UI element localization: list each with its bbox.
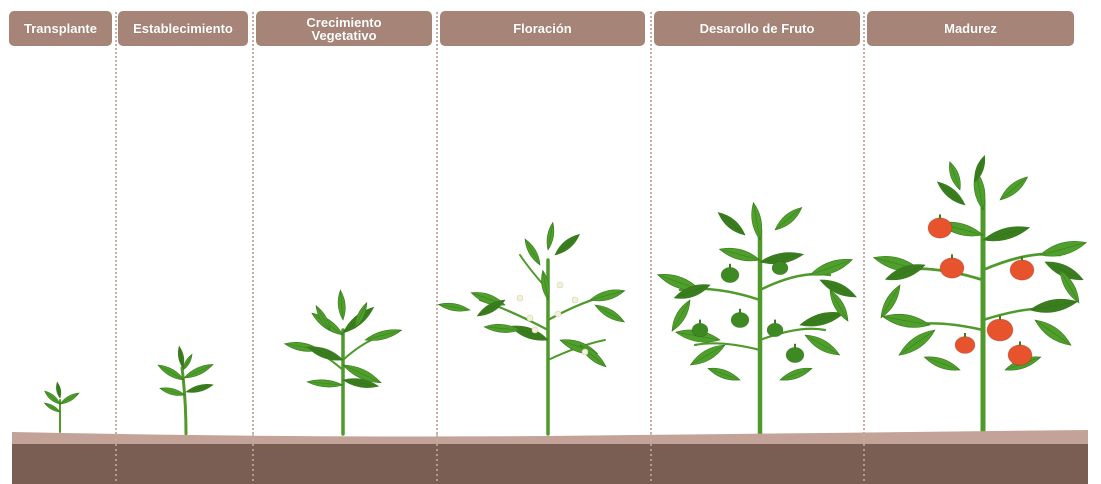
leaf-vein — [44, 403, 60, 412]
flower — [557, 282, 563, 288]
stem — [695, 343, 760, 350]
green-pepper — [786, 347, 804, 362]
red-pepper — [940, 258, 964, 278]
red-pepper — [955, 337, 975, 354]
green-pepper — [772, 261, 788, 275]
leaf-vein — [525, 239, 540, 265]
green-pepper — [767, 323, 783, 337]
plants-layer — [44, 156, 1086, 434]
green-pepper — [721, 267, 739, 282]
flower — [572, 297, 578, 303]
flower — [517, 295, 523, 301]
green-pepper — [692, 323, 708, 337]
flower — [582, 349, 588, 355]
leaf-vein — [580, 345, 606, 367]
red-pepper — [1010, 260, 1034, 280]
leaf-vein — [1000, 177, 1028, 200]
leaf-vein — [60, 393, 79, 404]
leaf-vein — [595, 305, 624, 322]
leaf-vein — [158, 365, 184, 380]
leaf-vein — [555, 234, 580, 255]
soil-top-edge — [12, 430, 1088, 446]
leaf-vein — [690, 345, 725, 365]
leaf-vein — [672, 300, 690, 331]
stem — [760, 274, 830, 290]
flower — [527, 315, 533, 321]
red-pepper — [928, 218, 952, 238]
leaf-vein — [718, 213, 745, 235]
flower — [532, 327, 538, 333]
red-pepper — [1008, 345, 1032, 365]
leaf-vein — [937, 182, 965, 205]
leaf-vein — [899, 330, 935, 355]
leaf-vein — [1035, 320, 1071, 345]
leaf-vein — [881, 285, 900, 318]
flower — [555, 311, 561, 317]
leaf-vein — [184, 364, 213, 378]
leaf-vein — [775, 208, 802, 230]
leaf-vein — [805, 335, 840, 355]
soil-strip — [12, 430, 1088, 484]
green-pepper — [731, 312, 749, 327]
leaf-vein — [183, 354, 192, 370]
red-pepper — [987, 319, 1013, 341]
soil-body — [12, 444, 1088, 484]
leaf-vein — [820, 280, 856, 297]
